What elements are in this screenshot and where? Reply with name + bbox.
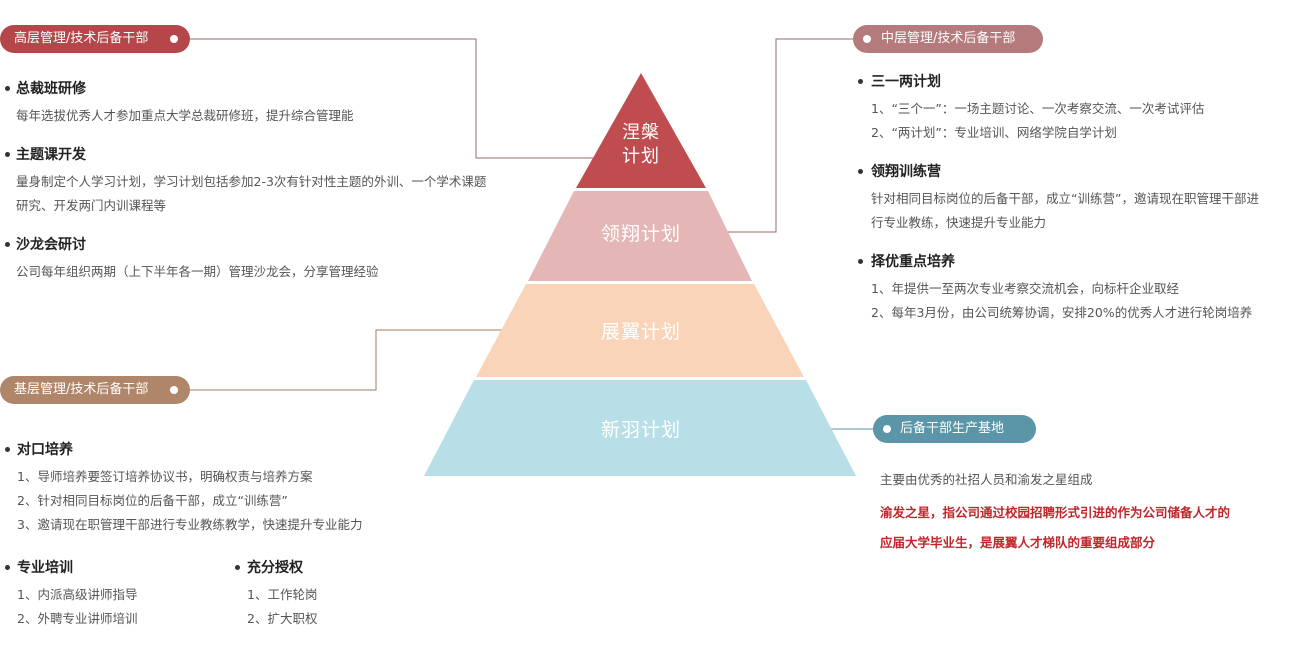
middle-item2-title: 领翔训练营 [871, 164, 941, 180]
connector-middle [700, 38, 854, 233]
connector-junior [186, 329, 588, 391]
pill-dot-icon [170, 386, 178, 394]
senior-pill: 高层管理/技术后备干部 [0, 25, 190, 53]
bullet-icon [5, 242, 10, 247]
middle-pill-label: 中层管理/技术后备干部 [881, 31, 1016, 46]
junior-pill-label: 基层管理/技术后备干部 [14, 382, 149, 397]
pyramid-tier-4 [424, 380, 856, 476]
base-pill-label: 后备干部生产基地 [900, 421, 1005, 436]
bullet-icon [5, 447, 10, 452]
bullet-icon [5, 152, 10, 157]
senior-item2-title: 主题课开发 [16, 147, 86, 163]
senior-item3-desc: 公司每年组织两期（上下半年各一期）管理沙龙会，分享管理经验 [16, 264, 379, 279]
middle-item2-desc2: 行专业教练，快速提升专业能力 [871, 215, 1047, 230]
middle-item3-desc1: 1、年提供一至两次专业考察交流机会，向标杆企业取经 [871, 281, 1179, 296]
senior-item2-desc1: 量身制定个人学习计划，学习计划包括参加2-3次有针对性主题的外训、一个学术课题 [16, 174, 487, 189]
middle-item3-title: 择优重点培养 [871, 254, 955, 270]
senior-item2-desc2: 研究、开发两门内训课程等 [16, 198, 167, 213]
tier-1-label-line2: 计划 [622, 146, 660, 167]
pill-dot-icon [863, 35, 871, 43]
junior-item3-desc1: 1、工作轮岗 [247, 587, 318, 602]
base-red-line1-rest: ，指公司通过校园招聘形式引进的作为公司储备人才的 [930, 505, 1231, 520]
middle-item3-desc2: 2、每年3月份，由公司统筹协调，安排20%的优秀人才进行轮岗培养 [871, 305, 1253, 320]
junior-item1-desc3: 3、邀请现在职管理干部进行专业教练教学，快速提升专业能力 [17, 517, 363, 532]
middle-item2-desc1: 针对相同目标岗位的后备干部，成立“训练营”，邀请现在职管理干部进 [871, 191, 1259, 206]
pyramid-tier-2 [528, 191, 752, 281]
junior-item2-title: 专业培训 [17, 560, 73, 576]
middle-item1-desc2: 2、“两计划”：专业培训、网络学院自学计划 [871, 125, 1117, 140]
base-desc: 主要由优秀的社招人员和渝发之星组成 [880, 472, 1093, 487]
connector-senior [186, 38, 596, 159]
base-pill: 后备干部生产基地 [873, 415, 1036, 443]
bullet-icon [5, 86, 10, 91]
senior-item3-title: 沙龙会研讨 [16, 237, 86, 253]
base-red-line2: 应届大学毕业生，是展翼人才梯队的重要组成部分 [880, 535, 1156, 550]
senior-pill-label: 高层管理/技术后备干部 [14, 31, 149, 46]
bullet-icon [858, 169, 863, 174]
pill-dot-icon [170, 35, 178, 43]
tier-2-label: 领翔计划 [600, 223, 681, 245]
base-red-highlight: 渝发之星 [880, 505, 931, 520]
junior-item2-desc2: 2、外聘专业讲师培训 [17, 611, 138, 626]
bullet-icon [5, 565, 10, 570]
tier-1-label-line1: 涅槃 [622, 122, 660, 143]
middle-pill: 中层管理/技术后备干部 [853, 25, 1043, 53]
junior-item3-title: 充分授权 [247, 560, 303, 576]
junior-item2-desc1: 1、内派高级讲师指导 [17, 587, 138, 602]
bullet-icon [235, 565, 240, 570]
pyramid-tier-1 [576, 73, 706, 188]
tier-4-label: 新羽计划 [600, 419, 681, 441]
pyramid-tier-3 [476, 284, 804, 377]
middle-item1-desc1: 1、“三个一”：一场主题讨论、一次考察交流、一次考试评估 [871, 101, 1205, 116]
junior-pill: 基层管理/技术后备干部 [0, 376, 190, 404]
pill-dot-icon [883, 425, 891, 433]
tier-1-label: 涅槃 计划 [600, 121, 682, 169]
base-red-line1: 渝发之星，指公司通过校园招聘形式引进的作为公司储备人才的 [880, 502, 1230, 521]
junior-item1-title: 对口培养 [17, 442, 73, 458]
junior-item3-desc2: 2、扩大职权 [247, 611, 318, 626]
middle-item1-title: 三一两计划 [871, 74, 941, 90]
senior-item1-desc: 每年选拔优秀人才参加重点大学总裁研修班，提升综合管理能 [16, 108, 354, 123]
junior-item1-desc2: 2、针对相同目标岗位的后备干部，成立“训练营” [17, 493, 288, 508]
senior-item1-title: 总裁班研修 [16, 81, 86, 97]
tier-3-label: 展翼计划 [600, 321, 681, 343]
bullet-icon [858, 79, 863, 84]
junior-item1-desc1: 1、导师培养要签订培养协议书，明确权责与培养方案 [17, 469, 313, 484]
bullet-icon [858, 259, 863, 264]
